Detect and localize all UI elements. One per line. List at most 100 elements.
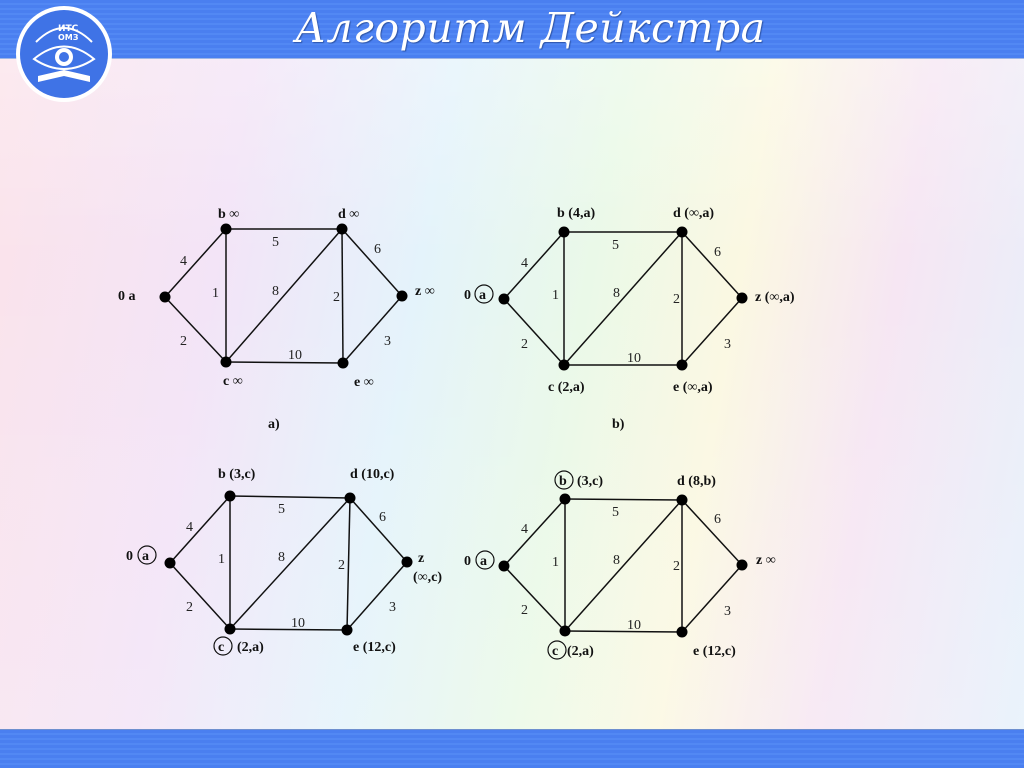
label-e: e (12,c) xyxy=(693,644,736,659)
label-a: a xyxy=(480,554,487,569)
svg-text:2: 2 xyxy=(180,334,187,349)
svg-text:3: 3 xyxy=(724,604,731,619)
logo-icon: ИТС ОМЗ xyxy=(16,6,112,102)
node-d xyxy=(676,226,688,238)
label-a: a xyxy=(479,288,486,303)
node-b xyxy=(558,226,570,238)
svg-text:(2,a): (2,a) xyxy=(237,640,264,655)
node-e xyxy=(676,359,688,371)
svg-text:ИТС: ИТС xyxy=(58,24,79,34)
node-c xyxy=(220,356,232,368)
svg-text:6: 6 xyxy=(374,242,381,257)
label-z: z ∞ xyxy=(756,553,776,568)
label-e: e (∞,a) xyxy=(673,380,713,395)
svg-text:5: 5 xyxy=(272,235,279,250)
graph-b: 4 2 1 5 8 10 2 6 3 0 a b (4,a) c (2,a) d… xyxy=(464,206,795,432)
node-d xyxy=(676,494,688,506)
visited-circle-a xyxy=(474,284,494,304)
label-a: 0 a xyxy=(118,289,136,304)
label-b: b (4,a) xyxy=(557,206,595,221)
visited-circle-b xyxy=(554,470,574,490)
node-z xyxy=(736,292,748,304)
svg-text:3: 3 xyxy=(384,334,391,349)
svg-text:2: 2 xyxy=(673,559,680,574)
svg-text:0: 0 xyxy=(126,549,133,564)
svg-text:10: 10 xyxy=(288,348,302,363)
svg-text:(3,c): (3,c) xyxy=(577,474,603,489)
svg-text:5: 5 xyxy=(612,238,619,253)
svg-text:5: 5 xyxy=(278,502,285,517)
caption-a: a) xyxy=(268,417,280,432)
label-z: z (∞,a) xyxy=(755,290,795,305)
node-b xyxy=(559,493,571,505)
svg-text:2: 2 xyxy=(521,603,528,618)
visited-circle-a xyxy=(137,545,157,565)
svg-text:1: 1 xyxy=(552,288,559,303)
label-a: a xyxy=(142,549,149,564)
label-c: c xyxy=(218,640,224,655)
svg-text:4: 4 xyxy=(521,256,528,271)
svg-text:1: 1 xyxy=(212,286,219,301)
svg-text:10: 10 xyxy=(627,618,641,633)
svg-text:3: 3 xyxy=(724,337,731,352)
svg-text:4: 4 xyxy=(180,254,187,269)
svg-text:6: 6 xyxy=(714,245,721,260)
node-z xyxy=(396,290,408,302)
label-e: e (12,c) xyxy=(353,640,396,655)
visited-circle-a xyxy=(475,550,495,570)
label-z: z xyxy=(418,551,424,566)
label-d: d (8,b) xyxy=(677,474,716,489)
svg-text:10: 10 xyxy=(291,616,305,631)
svg-text:3: 3 xyxy=(389,600,396,615)
label-d: d (10,c) xyxy=(350,467,395,482)
svg-text:6: 6 xyxy=(714,512,721,527)
graph-a: 4 2 1 5 8 10 2 6 3 0 a b ∞ c ∞ d ∞ e ∞ z… xyxy=(118,207,435,432)
node-d xyxy=(344,492,356,504)
label-b: b xyxy=(559,474,567,489)
svg-text:2: 2 xyxy=(333,290,340,305)
label-c: c (2,a) xyxy=(548,380,585,395)
svg-text:ОМЗ: ОМЗ xyxy=(58,33,79,42)
node-a xyxy=(498,560,510,572)
node-e xyxy=(337,357,349,369)
svg-text:(2,a): (2,a) xyxy=(567,644,594,659)
svg-text:4: 4 xyxy=(186,520,193,535)
svg-text:8: 8 xyxy=(613,553,620,568)
svg-text:2: 2 xyxy=(673,292,680,307)
node-c xyxy=(224,623,236,635)
svg-text:1: 1 xyxy=(218,552,225,567)
node-a xyxy=(164,557,176,569)
node-z xyxy=(401,556,413,568)
svg-text:1: 1 xyxy=(552,555,559,570)
node-a xyxy=(159,291,171,303)
svg-text:(∞,c): (∞,c) xyxy=(413,570,442,585)
svg-text:8: 8 xyxy=(278,550,285,565)
svg-text:8: 8 xyxy=(272,284,279,299)
visited-circle-c xyxy=(547,640,567,660)
node-c xyxy=(559,625,571,637)
label-b: b ∞ xyxy=(218,207,239,222)
node-e xyxy=(341,624,353,636)
svg-text:8: 8 xyxy=(613,286,620,301)
graph-c: 4 2 1 5 8 10 2 6 3 0 a b (3,c) c (2,a) d… xyxy=(126,467,442,656)
node-z xyxy=(736,559,748,571)
graph-d: 4 2 1 5 8 10 2 6 3 0 a b (3,c) c (2,a) d… xyxy=(464,470,776,660)
label-b: b (3,c) xyxy=(218,467,256,482)
slide-background xyxy=(0,58,1024,730)
svg-text:4: 4 xyxy=(521,522,528,537)
svg-text:5: 5 xyxy=(612,505,619,520)
svg-text:2: 2 xyxy=(338,558,345,573)
node-b xyxy=(220,223,232,235)
svg-text:2: 2 xyxy=(521,337,528,352)
node-c xyxy=(558,359,570,371)
svg-text:10: 10 xyxy=(627,351,641,366)
label-c: c ∞ xyxy=(223,374,243,389)
header-bar xyxy=(0,0,1024,59)
caption-b: b) xyxy=(612,417,625,432)
visited-circle-c xyxy=(213,636,233,656)
svg-text:0: 0 xyxy=(464,554,471,569)
page-title: Алгоритм Дейкстра xyxy=(295,4,766,52)
node-b xyxy=(224,490,236,502)
label-c: c xyxy=(552,644,558,659)
